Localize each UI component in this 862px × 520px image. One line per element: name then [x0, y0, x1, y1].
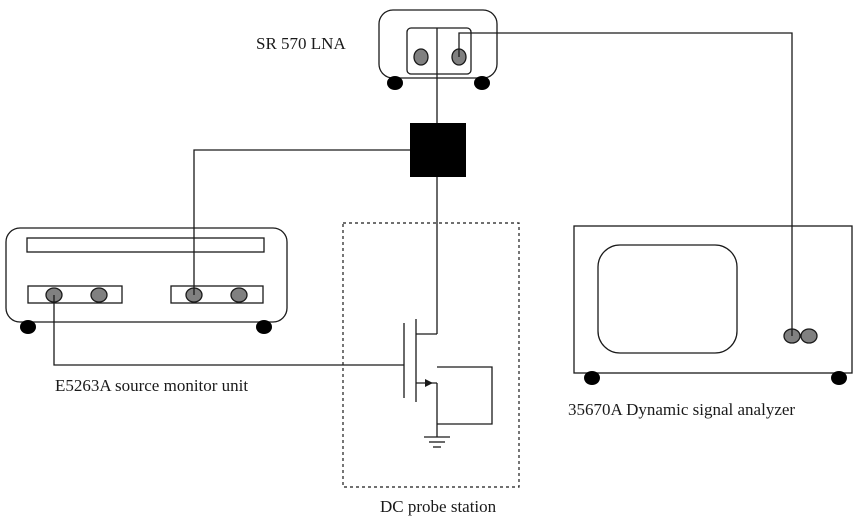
analyzer-screen: [597, 244, 738, 354]
smu-channel-panel-right: [170, 285, 264, 304]
mosfet-device: [403, 319, 493, 448]
smu-connector-4: [230, 287, 248, 303]
probe-station-boundary: [342, 222, 520, 488]
body-tie-wire: [437, 366, 493, 425]
analyzer-input-connector-2: [800, 328, 818, 344]
lna-foot-right: [474, 76, 490, 90]
lna-foot-left: [387, 76, 403, 90]
smu-channel-panel-left: [27, 285, 123, 304]
analyzer-foot-left: [584, 371, 600, 385]
lna-label: SR 570 LNA: [256, 34, 346, 53]
wire-smu-to-bias-tee: [193, 149, 410, 295]
lna-input-connector: [413, 48, 429, 66]
mosfet-arrow: [425, 379, 433, 387]
wire-lna-to-analyzer: [458, 32, 793, 336]
smu-display: [26, 237, 265, 253]
bias-tee-block: [410, 123, 466, 177]
lna-instrument: [378, 9, 498, 90]
probe-station-label: DC probe station: [380, 497, 497, 516]
analyzer-instrument: [573, 225, 853, 385]
wire-smu-to-gate: [53, 295, 404, 366]
smu-instrument: [5, 227, 288, 334]
smu-foot-right: [256, 320, 272, 334]
analyzer-foot-right: [831, 371, 847, 385]
smu-connector-2: [90, 287, 108, 303]
smu-foot-left: [20, 320, 36, 334]
analyzer-label: 35670A Dynamic signal analyzer: [568, 400, 795, 419]
smu-label: E5263A source monitor unit: [55, 376, 248, 395]
